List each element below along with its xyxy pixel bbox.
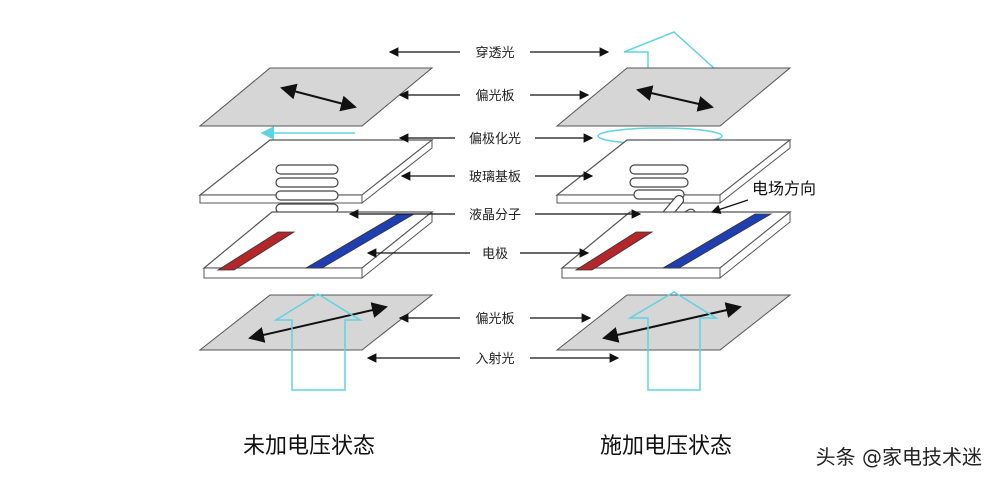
label-glass-substrate: 玻璃基板	[469, 170, 521, 185]
label-electrode: 电极	[482, 247, 508, 262]
left-incident-light	[273, 293, 363, 391]
caption-no-voltage: 未加电压状态	[243, 434, 376, 459]
caption-voltage-applied: 施加电压状态	[600, 434, 733, 459]
label-liquid-crystal: 液晶分子	[469, 208, 521, 223]
watermark: 头条 @家电技术迷	[815, 445, 982, 469]
label-polarized-light: 偏极化光	[469, 132, 521, 147]
right-incident-light	[627, 291, 719, 391]
label-polarizer-bottom: 偏光板	[475, 312, 514, 327]
left-stack	[198, 67, 434, 391]
right-top-polarization-axis	[636, 85, 714, 112]
right-electrode-blue	[661, 213, 773, 269]
label-field-direction: 电场方向	[752, 179, 816, 198]
left-top-polarization-axis	[280, 83, 357, 112]
label-transmitted-light: 穿透光	[475, 45, 514, 61]
field-direction-callout: 电场方向	[710, 179, 816, 214]
left-bottom-polarization-axis	[248, 302, 388, 343]
label-incident-light: 入射光	[475, 351, 514, 367]
left-electrode-red	[216, 231, 296, 271]
right-stack	[555, 31, 792, 391]
center-labels: 穿透光 偏光板 偏极化光 玻璃基板 液晶分子 电极 偏光板 入射光	[348, 45, 642, 367]
right-electrode-red	[574, 231, 654, 271]
right-top-polarizer	[555, 67, 792, 127]
label-polarizer-top: 偏光板	[475, 89, 514, 104]
right-bottom-polarization-axis	[602, 302, 742, 343]
